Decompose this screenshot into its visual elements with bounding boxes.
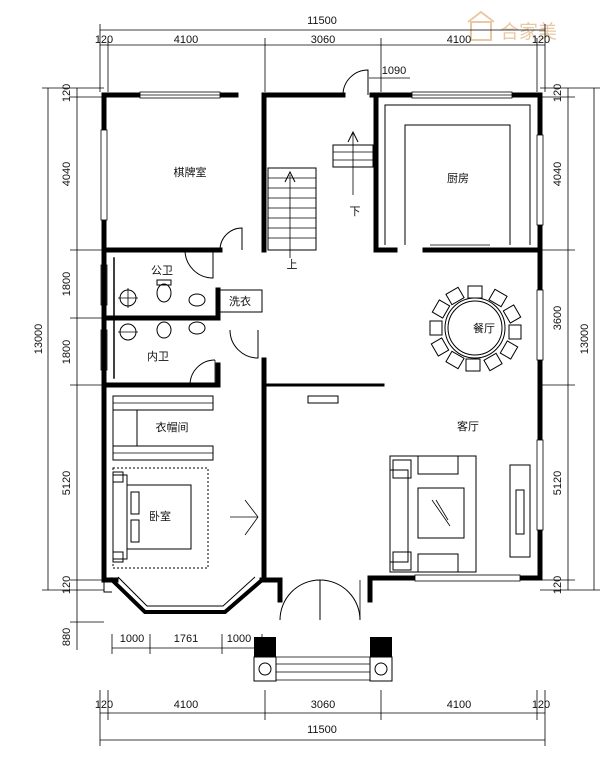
entrance-porch xyxy=(253,637,393,682)
right-dim-1: 120 xyxy=(552,84,564,102)
left-dim-2: 4040 xyxy=(61,162,73,186)
staircase xyxy=(267,130,374,258)
wardrobes xyxy=(112,395,214,461)
right-dim-2: 4040 xyxy=(552,162,564,186)
room-label-public-bath: 公卫 xyxy=(151,264,173,277)
top-dim-4: 4100 xyxy=(447,34,471,46)
top-dim-1: 120 xyxy=(95,34,113,46)
left-dim-4: 1800 xyxy=(61,340,73,364)
room-label-cloakroom: 衣帽间 xyxy=(156,420,189,434)
interior-walls xyxy=(101,92,543,583)
top-dim-2: 4100 xyxy=(174,34,198,46)
house-logo-icon xyxy=(467,10,495,41)
kitchen-counter xyxy=(384,104,531,246)
left-total-dim: 13000 xyxy=(33,324,45,355)
bay-dim-1: 1000 xyxy=(120,633,144,645)
bottom-dim-1: 120 xyxy=(95,699,113,711)
left-dimension-lines xyxy=(42,87,104,650)
room-label-chess: 棋牌室 xyxy=(174,165,207,179)
right-dim-5: 120 xyxy=(552,576,564,594)
room-label-bedroom: 卧室 xyxy=(149,509,171,523)
right-dimension-lines xyxy=(540,87,600,591)
top-dimension-lines xyxy=(99,24,546,92)
dining-table xyxy=(429,285,522,372)
bottom-dim-3: 3060 xyxy=(311,699,335,711)
stairs-down-label: 下 xyxy=(350,205,361,218)
room-label-dining: 餐厅 xyxy=(473,321,495,335)
doors xyxy=(184,69,369,621)
door-width-dim: 1090 xyxy=(382,65,406,77)
watermark-text: 合家美 xyxy=(500,21,557,43)
left-dim-3: 1800 xyxy=(61,272,73,296)
bottom-total-dim: 11500 xyxy=(307,724,337,736)
room-label-laundry: 洗衣 xyxy=(229,294,251,308)
bottom-dim-4: 4100 xyxy=(447,699,471,711)
bay-window xyxy=(103,575,265,614)
room-label-private-bath: 内卫 xyxy=(147,349,169,363)
top-dim-3: 3060 xyxy=(311,34,335,46)
bay-dim-2: 1761 xyxy=(174,633,198,645)
top-dim-5: 120 xyxy=(532,34,550,46)
private-bath-fixtures xyxy=(118,321,206,341)
right-dim-3: 3600 xyxy=(552,306,564,330)
left-dim-5: 5120 xyxy=(61,471,73,495)
bay-dim-3: 1000 xyxy=(227,633,251,645)
left-dim-7: 880 xyxy=(61,628,73,646)
niche xyxy=(307,395,339,404)
stairs-up-label: 上 xyxy=(287,258,298,271)
bottom-dim-5: 120 xyxy=(532,699,550,711)
right-total-dim: 13000 xyxy=(579,324,591,355)
public-bath-fixtures xyxy=(118,279,206,308)
bottom-dim-2: 4100 xyxy=(174,699,198,711)
bed xyxy=(112,467,209,569)
room-label-kitchen: 厨房 xyxy=(447,172,469,185)
exterior-walls xyxy=(101,92,543,603)
right-dim-4: 5120 xyxy=(552,471,564,495)
room-label-living: 客厅 xyxy=(457,419,479,433)
sofa-set xyxy=(389,455,531,573)
top-total-dim: 11500 xyxy=(307,15,337,27)
left-dim-1: 120 xyxy=(61,84,73,102)
left-dim-6: 120 xyxy=(61,576,73,594)
